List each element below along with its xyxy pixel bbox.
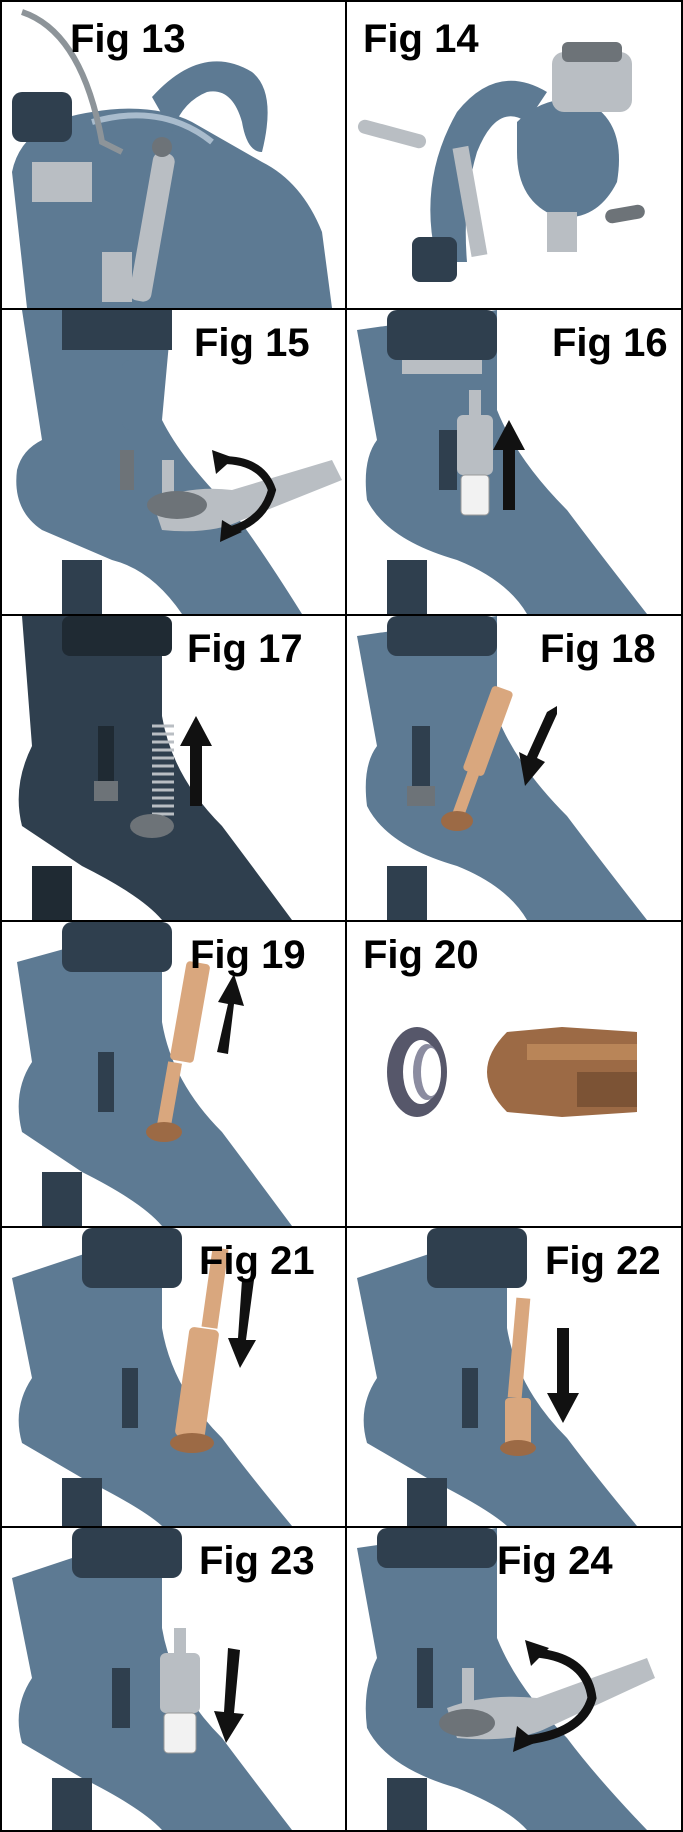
fig-18-label: Fig 18 [540,627,656,671]
fig-21-illustration [12,1228,292,1526]
fig-15-illustration [16,310,342,614]
figure-17-panel: Fig 17 [2,616,345,920]
fig-15-label: Fig 15 [194,321,310,365]
fig-19-label: Fig 19 [190,933,306,977]
figure-20-panel: Fig 20 [347,922,681,1226]
figure-14-panel: Fig 14 [347,2,681,308]
grid-border-bottom [0,1830,683,1832]
grid-divider-row-4 [0,1226,683,1228]
grid-divider-row-5 [0,1526,683,1528]
figure-18-panel: Fig 18 [347,616,681,920]
figure-15-panel: Fig 15 [2,310,345,614]
grid-border-right [681,0,683,1832]
figure-16-panel: Fig 16 [347,310,681,614]
grid-border-left [0,0,2,1832]
grid-border-top [0,0,683,2]
grid-divider-row-2 [0,614,683,616]
fig-14-label: Fig 14 [363,17,479,61]
figure-13-panel: Fig 13 [2,2,345,308]
grid-divider-row-1 [0,308,683,310]
fig-23-label: Fig 23 [199,1539,315,1583]
fig-17-label: Fig 17 [187,627,303,671]
fig-14-illustration [357,42,645,282]
fig-19-illustration [17,922,292,1226]
grid-divider-row-3 [0,920,683,922]
figure-19-panel: Fig 19 [2,922,345,1226]
fig-16-label: Fig 16 [552,321,668,365]
figure-24-panel: Fig 24 [347,1528,681,1830]
fig-13-label: Fig 13 [70,17,186,61]
figure-21-panel: Fig 21 [2,1228,345,1526]
fig-20-illustration [387,1027,637,1117]
fig-21-label: Fig 21 [199,1239,315,1283]
figure-22-panel: Fig 22 [347,1228,681,1526]
fig-17-illustration [18,616,293,920]
fig-18-illustration [357,616,647,920]
grid-divider-vertical [345,0,347,1832]
fig-16-illustration [357,310,647,614]
fig-24-label: Fig 24 [497,1539,613,1583]
fig-24-illustration [357,1528,655,1830]
fig-20-label: Fig 20 [363,933,479,977]
fig-13-illustration [12,9,332,308]
fig-23-illustration [12,1528,292,1830]
fig-22-label: Fig 22 [545,1239,661,1283]
fig-22-illustration [357,1228,637,1526]
figure-23-panel: Fig 23 [2,1528,345,1830]
